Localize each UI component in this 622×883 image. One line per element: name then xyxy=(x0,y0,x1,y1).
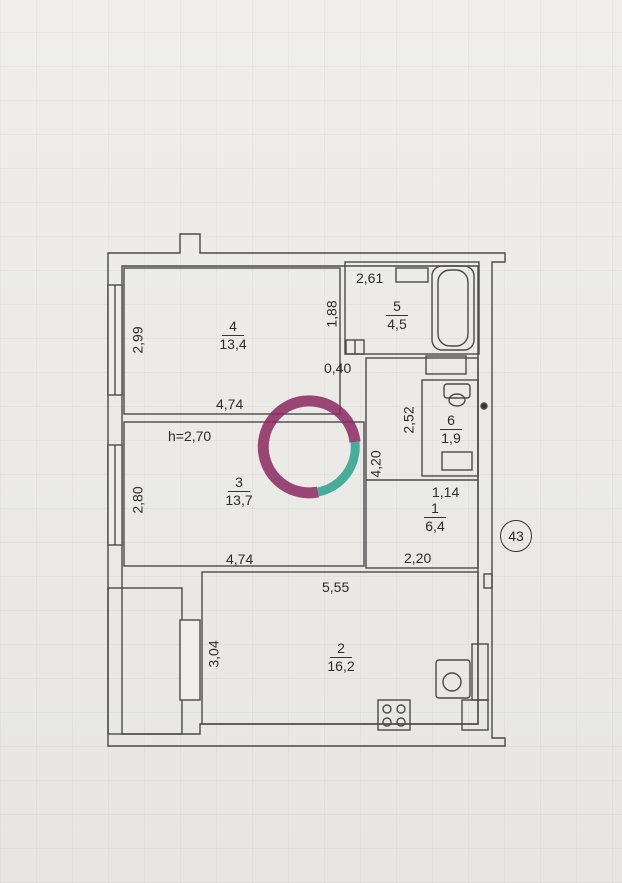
balcony xyxy=(107,587,183,735)
room-5-area: 4,5 xyxy=(387,316,407,332)
room-6-label: 6 1,9 xyxy=(426,412,476,447)
room-4-walls xyxy=(123,267,341,415)
room-5-walls xyxy=(344,261,480,355)
sink-6 xyxy=(441,451,473,471)
room-6-number: 6 xyxy=(440,412,462,430)
dim-room4-width: 4,74 xyxy=(216,396,244,412)
room-5-label: 5 4,5 xyxy=(372,298,422,333)
room-5-number: 5 xyxy=(386,298,408,316)
room-2-label: 2 16,2 xyxy=(316,640,366,675)
outer-wall xyxy=(107,233,506,747)
dim-hall-width: 2,20 xyxy=(404,550,432,566)
dim-room2-height: 3,04 xyxy=(205,640,222,668)
dim-door-gap: 0,40 xyxy=(324,360,352,376)
room-1-label: 1 6,4 xyxy=(410,500,460,535)
dim-room1-width: 1,14 xyxy=(432,484,460,500)
sink-5 xyxy=(395,267,429,283)
room-3-area: 13,7 xyxy=(225,492,253,508)
dim-room3-height: 2,80 xyxy=(129,486,146,514)
dim-room3-width: 4,74 xyxy=(226,551,254,567)
room-3-number: 3 xyxy=(228,474,250,492)
watermark-logo xyxy=(257,395,361,499)
dim-room5-height: 1,88 xyxy=(323,300,340,328)
dim-room2-width: 5,55 xyxy=(322,579,350,595)
bathtub xyxy=(431,265,475,351)
flat-number-badge: 43 xyxy=(500,520,532,552)
room-4-area: 13,4 xyxy=(219,336,247,352)
room-6-area: 1,9 xyxy=(441,430,461,446)
dim-room4-height: 2,99 xyxy=(129,326,146,354)
cooker xyxy=(377,699,411,731)
kitchen-sink xyxy=(435,659,471,699)
dim-hall-height: 4,20 xyxy=(367,450,384,478)
toilet xyxy=(443,383,471,399)
room-3-label: 3 13,7 xyxy=(214,474,264,509)
washer-unit xyxy=(425,355,467,375)
room-2-walls xyxy=(201,571,479,725)
room-1-area: 6,4 xyxy=(425,518,445,534)
dim-room5-width: 2,61 xyxy=(356,270,384,286)
ceiling-height: h=2,70 xyxy=(168,428,212,444)
room-3-walls xyxy=(123,421,365,567)
dim-room6-height: 2,52 xyxy=(400,406,417,434)
fridge xyxy=(461,699,489,731)
window-balcony xyxy=(179,619,201,701)
room-1-number: 1 xyxy=(424,500,446,518)
room-2-number: 2 xyxy=(330,640,352,658)
room-4-number: 4 xyxy=(222,318,244,336)
room-6-walls xyxy=(421,379,479,477)
room-2-area: 16,2 xyxy=(327,658,355,674)
room-4-label: 4 13,4 xyxy=(208,318,258,353)
